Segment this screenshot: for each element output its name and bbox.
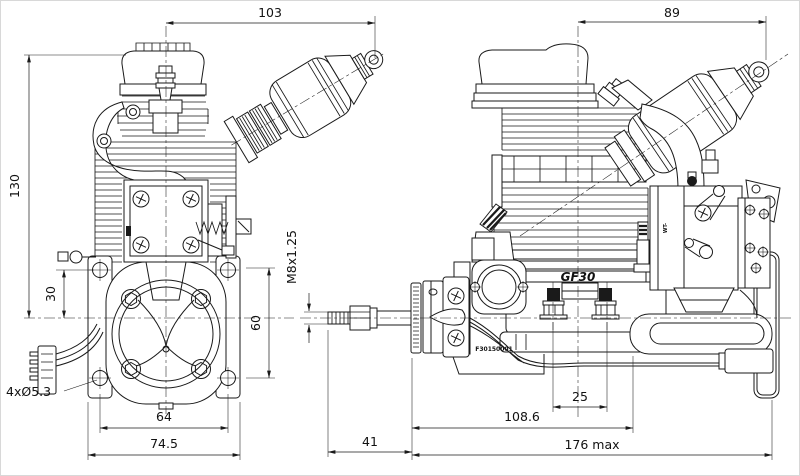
side-crankcase <box>505 281 667 335</box>
dim-64-label: 64 <box>156 409 172 424</box>
dim-25-label: 25 <box>572 389 588 404</box>
front-crankcase-plate <box>123 179 223 263</box>
side-carburetor: WT- <box>649 149 781 313</box>
side-prop-shaft <box>327 276 470 358</box>
carb-model-label: WT- <box>663 223 669 233</box>
side-muffler-inlet <box>611 79 653 111</box>
side-lower-band <box>491 249 651 260</box>
side-muffler-axis-centerline <box>519 53 789 237</box>
side-view-dimensions: 89 M8x1.25 41 25 108.6 176 max <box>284 5 773 460</box>
side-ignition-module <box>461 289 774 374</box>
dim-m8-label: M8x1.25 <box>284 230 299 284</box>
dim-130-label: 130 <box>7 174 22 198</box>
dim-mount-holes-label: 4xØ5.3 <box>6 384 51 399</box>
side-view: WT- GF30 F30150001 <box>300 26 792 418</box>
dim-176-max-label: 176 max <box>564 437 619 452</box>
dim-30-label: 30 <box>43 286 58 302</box>
front-view <box>24 26 386 414</box>
dim-60-label: 60 <box>248 315 263 331</box>
front-exhaust-header <box>92 101 195 197</box>
side-rear-stud <box>633 221 653 273</box>
front-view-dimensions: 103 130 30 60 4xØ5.3 64 74.5 <box>6 5 376 460</box>
dim-108-6-label: 108.6 <box>504 409 540 424</box>
front-choke-knob <box>57 250 96 264</box>
dim-103-label: 103 <box>258 5 282 20</box>
dim-89-label: 89 <box>664 5 680 20</box>
side-head <box>471 43 599 109</box>
front-spark-plug <box>148 65 183 134</box>
front-carb-linkage <box>195 195 252 259</box>
engine-serial-label: F30150001 <box>475 346 513 353</box>
front-sensor-connector <box>29 323 104 395</box>
dim-74-5-label: 74.5 <box>150 436 178 451</box>
side-mount-arm <box>629 313 773 355</box>
front-muffler <box>223 50 386 164</box>
dim-41-label: 41 <box>362 434 378 449</box>
